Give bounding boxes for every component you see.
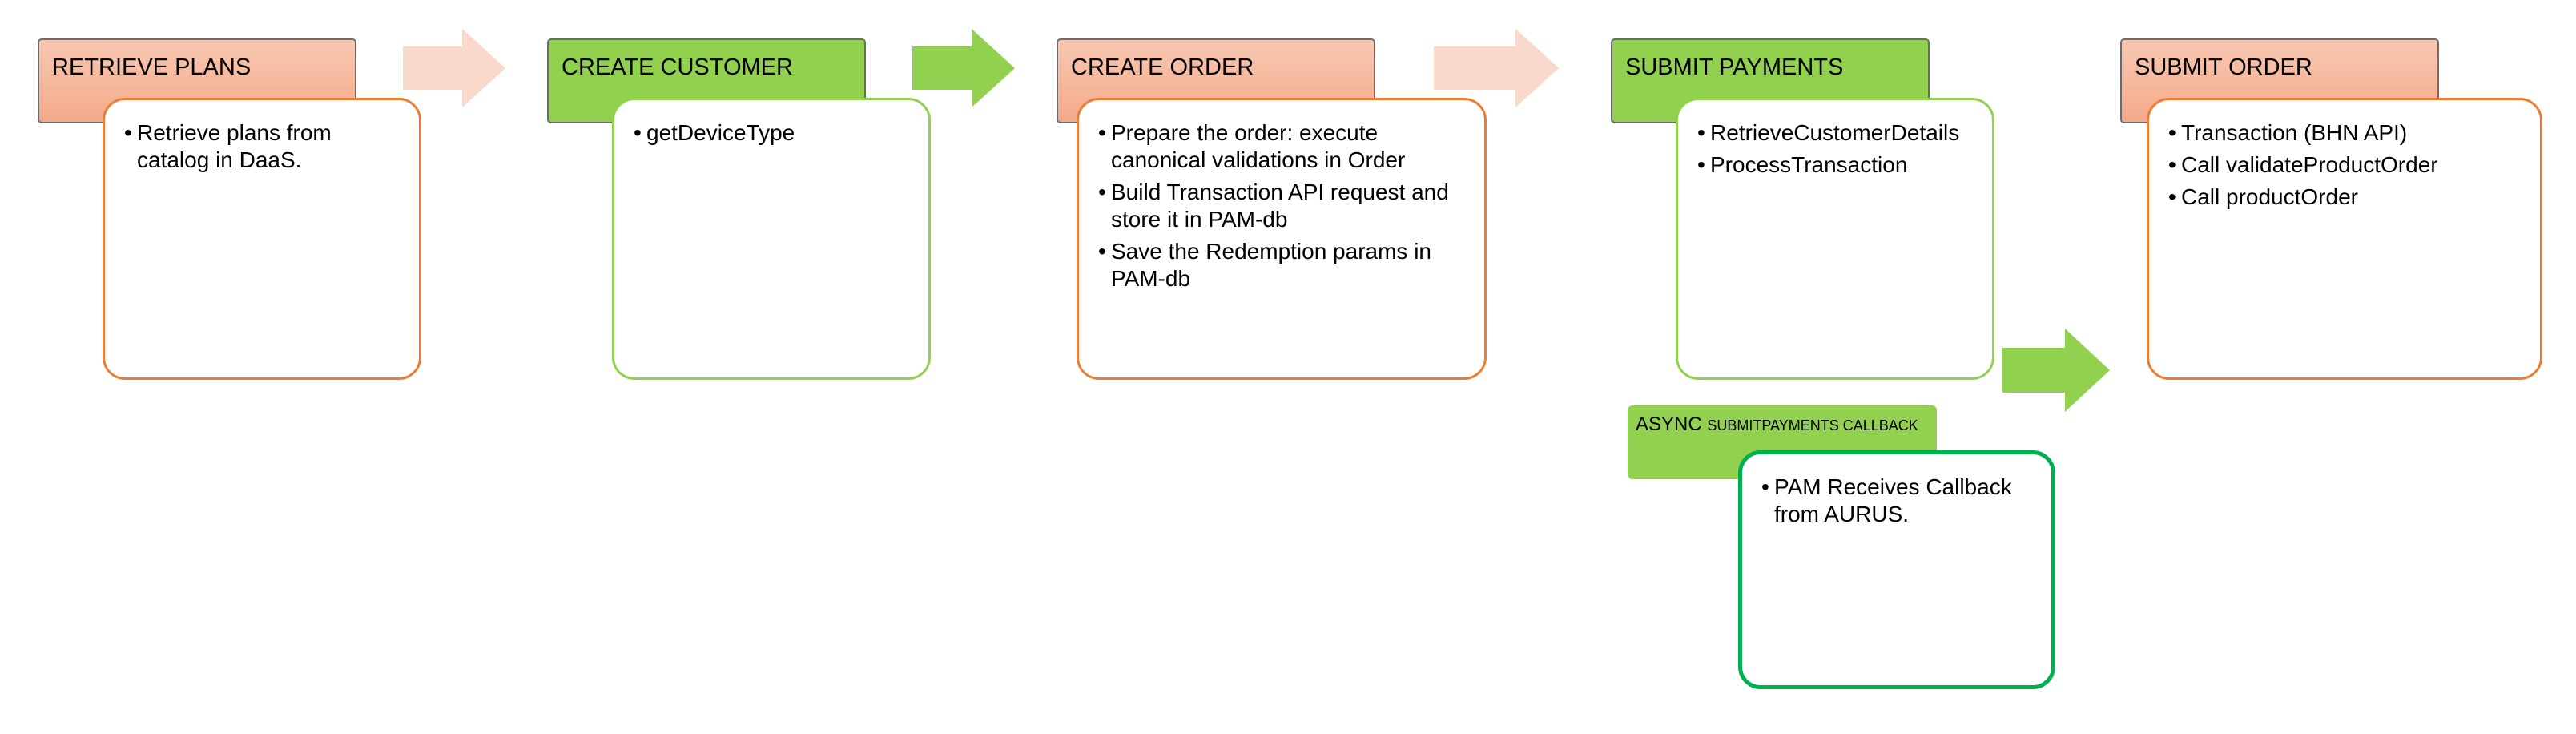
step-box-submit-order: Transaction (BHN API) Call validateProdu… [2147, 98, 2542, 380]
flow-arrow-green [2002, 329, 2110, 412]
step-item: ProcessTransaction [1697, 151, 1979, 179]
step-title: SUBMIT PAYMENTS [1625, 54, 1844, 80]
step-item: Retrieve plans from catalog in DaaS. [124, 119, 406, 174]
step-item: Call productOrder [2168, 184, 2527, 211]
step-box-create-order: Prepare the order: execute canonical val… [1077, 98, 1487, 380]
step-item: Transaction (BHN API) [2168, 119, 2527, 147]
step-title: CREATE ORDER [1071, 54, 1254, 80]
step-item: Call validateProductOrder [2168, 151, 2527, 179]
step-item: getDeviceType [634, 119, 916, 147]
flow-arrow-light [1434, 29, 1559, 107]
flow-arrow-green [912, 29, 1015, 107]
step-box-submit-payments: RetrieveCustomerDetails ProcessTransacti… [1676, 98, 1994, 380]
flow-arrow-light [403, 29, 505, 107]
step-title: CREATE CUSTOMER [561, 54, 793, 80]
step-box-retrieve-plans: Retrieve plans from catalog in DaaS. [103, 98, 421, 380]
step-item: Save the Redemption params in PAM-db [1098, 238, 1471, 292]
async-callback-box: PAM Receives Callback from AURUS. [1738, 450, 2055, 689]
step-title: RETRIEVE PLANS [52, 54, 252, 80]
step-item: Prepare the order: execute canonical val… [1098, 119, 1471, 174]
step-box-create-customer: getDeviceType [612, 98, 931, 380]
step-item: RetrieveCustomerDetails [1697, 119, 1979, 147]
async-item: PAM Receives Callback from AURUS. [1761, 474, 2039, 528]
async-title-main: ASYNC [1636, 413, 1702, 435]
step-title: SUBMIT ORDER [2135, 54, 2312, 80]
step-item: Build Transaction API request and store … [1098, 179, 1471, 233]
async-title-small: SUBMITPAYMENTS CALLBACK [1707, 417, 1918, 434]
